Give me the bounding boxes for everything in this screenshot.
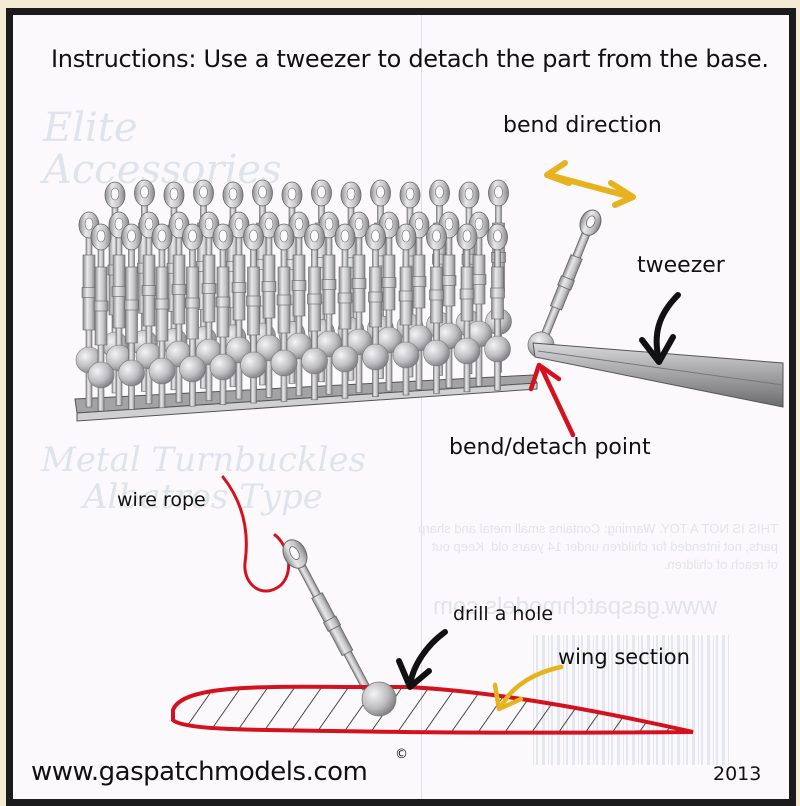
turnbuckle xyxy=(392,223,420,396)
turnbuckle-parts xyxy=(75,179,512,412)
turnbuckle xyxy=(87,223,115,412)
website-text: www.gaspatchmodels.com xyxy=(31,757,368,787)
wire-rope xyxy=(221,475,291,593)
barcode-bar xyxy=(563,635,564,765)
turnbuckle xyxy=(240,223,267,404)
turnbuckle-ball-in-wing xyxy=(361,681,397,717)
barcode-bar xyxy=(557,635,560,765)
turnbuckle xyxy=(135,211,163,405)
barcode-bar xyxy=(626,635,628,765)
barcode-bar xyxy=(701,635,703,765)
barcode-bar xyxy=(596,635,598,765)
barcode-bar xyxy=(722,635,725,765)
barcode-bar xyxy=(608,635,609,765)
barcode-bar xyxy=(551,635,553,765)
tweezer-tool xyxy=(532,342,784,408)
turnbuckle xyxy=(285,211,313,397)
turnbuckle xyxy=(209,223,237,405)
barcode-bar xyxy=(611,635,613,765)
barcode-bar xyxy=(548,635,549,765)
barcode-bar xyxy=(707,635,710,765)
wing-section-arrow xyxy=(492,664,564,712)
barcode-bar xyxy=(566,635,568,765)
illustration xyxy=(74,160,784,735)
barcode-bar xyxy=(593,635,594,765)
barcode-bar xyxy=(623,635,624,765)
turnbuckle xyxy=(423,223,450,394)
barcode-bar xyxy=(581,635,583,765)
turnbuckle xyxy=(484,223,511,391)
wire-rope-label: wire rope xyxy=(117,489,206,511)
turnbuckle xyxy=(270,223,298,402)
barcode-bar xyxy=(578,635,579,765)
barcode-bar xyxy=(671,635,673,765)
barcode-bar xyxy=(716,635,718,765)
barcode-bar xyxy=(641,635,643,765)
barcode-bar xyxy=(686,635,688,765)
turnbuckle xyxy=(405,211,433,390)
installed-turnbuckle xyxy=(282,539,371,691)
instruction-card: Elite Accessories Metal Turnbuckles Alba… xyxy=(6,8,796,806)
drill-hole-arrow xyxy=(396,629,448,690)
turnbuckle xyxy=(179,223,206,407)
turnbuckle xyxy=(165,211,193,403)
turnbuckle xyxy=(255,211,283,398)
turnbuckle xyxy=(301,223,328,401)
barcode-bar xyxy=(617,635,620,765)
barcode-bar xyxy=(653,635,654,765)
bend-detach-arrow xyxy=(528,362,576,438)
barcode-bar xyxy=(602,635,605,765)
barcode-bar xyxy=(698,635,699,765)
turnbuckle xyxy=(331,223,359,399)
instructions-text: Instructions: Use a tweezer to detach th… xyxy=(51,45,769,73)
barcode-bar xyxy=(677,635,680,765)
wing-section-label: wing section xyxy=(558,645,690,669)
turnbuckle xyxy=(453,223,481,393)
bend-detach-point-label: bend/detach point xyxy=(449,435,651,460)
copyright-symbol: © xyxy=(395,747,408,762)
turnbuckle xyxy=(362,223,389,397)
year-text: 2013 xyxy=(713,763,762,785)
turnbuckle xyxy=(148,223,176,409)
tweezer-arrow xyxy=(639,292,681,365)
barcode-bar xyxy=(692,635,695,765)
barcode-bar xyxy=(656,635,658,765)
barcode-bar xyxy=(728,635,729,765)
barcode-bar xyxy=(542,635,545,765)
bend-direction-arrow xyxy=(544,160,636,208)
tweezer-label: tweezer xyxy=(637,253,725,278)
barcode-bar xyxy=(587,635,590,765)
barcode-bar xyxy=(662,635,665,765)
barcode-bar xyxy=(572,635,575,765)
detached-turnbuckle xyxy=(527,209,602,359)
barcode-bar xyxy=(668,635,669,765)
turnbuckle xyxy=(118,223,145,410)
fold-line xyxy=(421,15,422,799)
bend-direction-label: bend direction xyxy=(503,113,662,138)
barcode-bar xyxy=(647,635,650,765)
drill-a-hole-label: drill a hole xyxy=(453,603,554,625)
barcode-bar xyxy=(638,635,639,765)
barcode-bar xyxy=(683,635,684,765)
wing-section xyxy=(171,684,694,735)
barcode-bar xyxy=(632,635,635,765)
barcode-bar xyxy=(713,635,714,765)
